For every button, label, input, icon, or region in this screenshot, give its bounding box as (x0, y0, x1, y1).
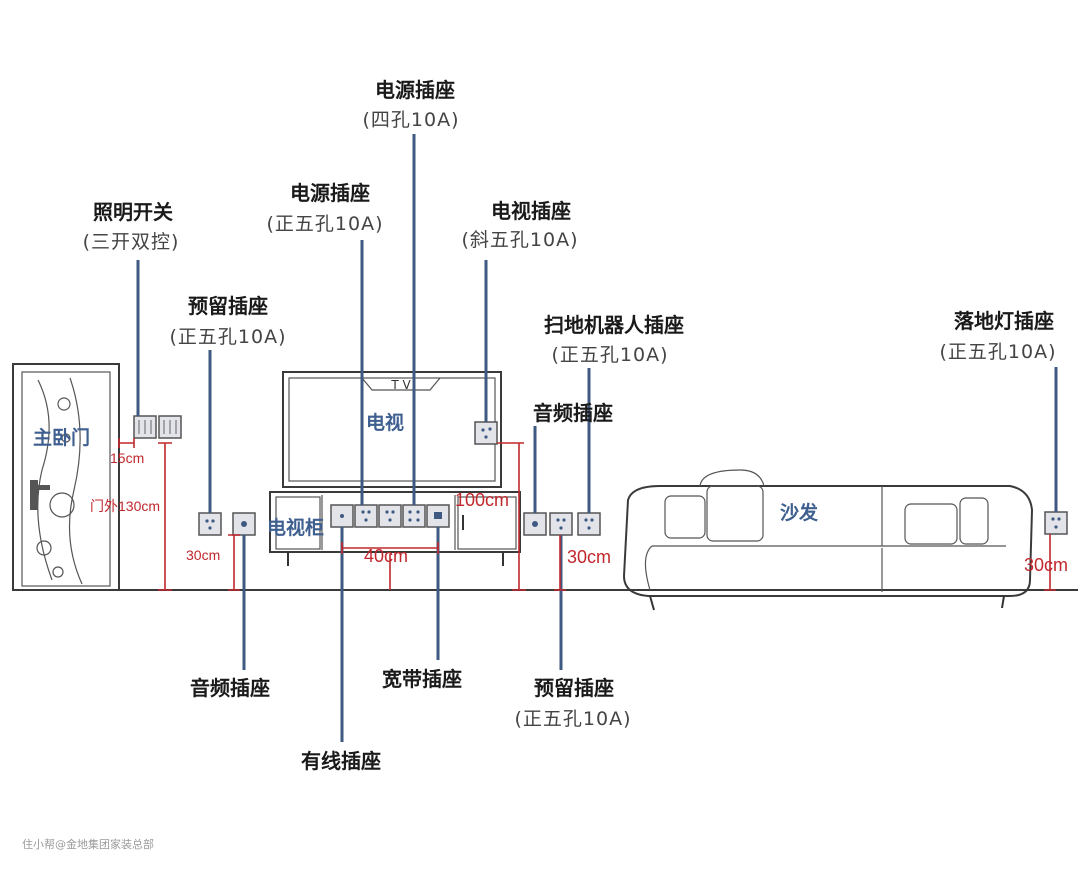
socket-power-5hole-b (378, 504, 402, 528)
sofa-label: 沙发 (780, 501, 819, 524)
sofa (622, 469, 1034, 611)
label-audio-left: 音频插座 (190, 676, 270, 700)
label-power-5hole: 电源插座 (正五孔10A) (267, 181, 384, 235)
label-reserved-left: 预留插座 (正五孔10A) (170, 294, 287, 348)
socket-floor-lamp (1044, 511, 1068, 535)
tv-cabinet (269, 491, 521, 566)
label-title: 电视插座 (491, 199, 571, 223)
label-title: 落地灯插座 (954, 309, 1054, 333)
label-title: 预留插座 (188, 294, 268, 318)
label-sub: (正五孔10A) (515, 708, 632, 730)
label-title: 电源插座 (290, 181, 370, 205)
tv-cabinet-label: 电视柜 (267, 516, 324, 539)
label-title: 音频插座 (190, 676, 270, 700)
dim-low-right-text: 30cm (1024, 555, 1068, 575)
dim-cabinet-width-text: 40cm (364, 546, 408, 566)
label-robot: 扫地机器人插座 (正五孔10A) (544, 313, 684, 366)
dim-switch-gap-text: 15cm (110, 450, 144, 466)
label-sub: (四孔10A) (363, 109, 460, 131)
socket-power-4hole (402, 504, 426, 528)
tv-mark: T V (390, 378, 411, 392)
light-switch-panels (133, 415, 182, 439)
dim-switch-height-text: 门外130cm (90, 498, 160, 514)
socket-reserved-bottom (549, 512, 573, 536)
dim-low-mid-text: 30cm (567, 547, 611, 567)
label-title: 扫地机器人插座 (544, 313, 684, 337)
label-cable: 有线插座 (301, 749, 381, 773)
label-title: 照明开关 (93, 200, 173, 224)
label-sub: (正五孔10A) (940, 341, 1057, 363)
label-sub: (三开双控) (83, 231, 180, 253)
label-sub: (斜五孔10A) (462, 229, 579, 251)
tv-label: 电视 (366, 411, 404, 434)
dim-switch-gap (118, 438, 135, 448)
dim-low-left (228, 534, 240, 591)
dim-tv-socket-height-text: 100cm (455, 490, 509, 510)
dim-cabinet-width (341, 542, 439, 590)
label-light-switch: 照明开关 (三开双控) (83, 200, 180, 253)
socket-robot (577, 512, 601, 536)
door-label: 主卧门 (33, 426, 90, 449)
label-audio-right: 音频插座 (533, 401, 613, 425)
socket-audio-left (232, 512, 256, 536)
dim-low-left-text: 30cm (186, 547, 220, 563)
socket-broadband (426, 504, 450, 528)
label-reserved-bottom: 预留插座 (正五孔10A) (515, 676, 632, 730)
dim-tv-socket-height (497, 442, 526, 591)
label-title: 有线插座 (301, 749, 381, 773)
socket-reserved-left (198, 512, 222, 536)
label-title: 预留插座 (534, 676, 614, 700)
label-sub: (正五孔10A) (552, 344, 669, 366)
watermark: 住小帮@金地集团家装总部 (22, 837, 154, 851)
socket-audio-right (523, 512, 547, 536)
label-sub: (正五孔10A) (170, 326, 287, 348)
socket-cable (330, 504, 354, 528)
dim-low-mid (554, 535, 566, 591)
label-floor-lamp: 落地灯插座 (正五孔10A) (940, 309, 1057, 363)
label-broadband: 宽带插座 (382, 667, 462, 691)
dim-low-right (1044, 534, 1056, 591)
label-title: 音频插座 (533, 401, 613, 425)
dim-switch-height (158, 442, 172, 591)
socket-power-5hole (354, 504, 378, 528)
label-title: 宽带插座 (382, 667, 462, 691)
socket-tv (474, 421, 498, 445)
label-power-4hole: 电源插座 (四孔10A) (363, 78, 460, 131)
door (12, 363, 120, 591)
label-sub: (正五孔10A) (267, 213, 384, 235)
label-title: 电源插座 (375, 78, 455, 102)
label-tv-socket: 电视插座 (斜五孔10A) (462, 199, 579, 251)
